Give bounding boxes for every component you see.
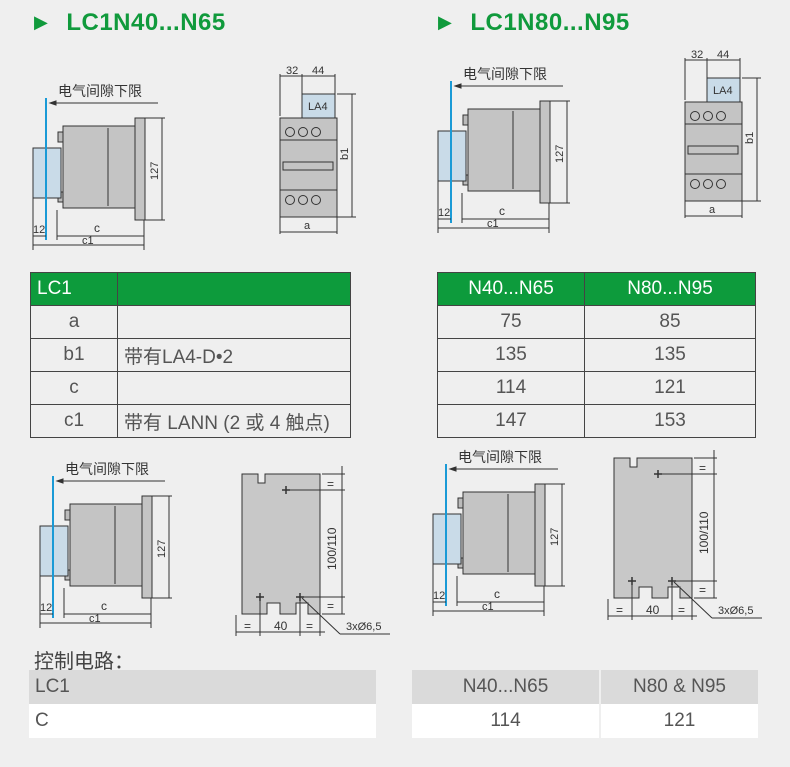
dim-label: 44 bbox=[717, 49, 729, 61]
mounting-plate: = = 100/110 = 40 = 3xØ6,5 bbox=[235, 466, 390, 636]
dim-label: 32 bbox=[691, 49, 703, 61]
dim-label: a bbox=[709, 204, 716, 216]
cell: 135 bbox=[437, 338, 585, 372]
dim-label: 100/110 bbox=[325, 527, 339, 570]
dim-label: 127 bbox=[156, 540, 168, 558]
dim-label: c bbox=[494, 587, 500, 601]
cell: C bbox=[29, 704, 376, 738]
header-cell: N80...N95 bbox=[584, 272, 756, 306]
dim-label: c1 bbox=[482, 601, 494, 613]
equal-mark: = bbox=[327, 477, 334, 491]
dim-label: 3xØ6,5 bbox=[346, 621, 381, 633]
clearance-label: 电气间隙下限 bbox=[463, 66, 547, 82]
cell: 75 bbox=[437, 305, 585, 339]
dim-label: 12 bbox=[438, 207, 450, 219]
cell: 147 bbox=[437, 404, 585, 438]
dim-label: 127 bbox=[549, 528, 561, 546]
clearance-label: 电气间隙下限 bbox=[65, 461, 149, 477]
cell: b1 bbox=[30, 338, 118, 372]
cell: 带有 LANN (2 或 4 触点) bbox=[117, 404, 351, 438]
equal-mark: = bbox=[678, 603, 685, 617]
table-row: c bbox=[30, 371, 351, 405]
header-cell bbox=[117, 272, 351, 306]
cell: a bbox=[30, 305, 118, 339]
header-cell: N40...N65 bbox=[437, 272, 585, 306]
cell: 114 bbox=[412, 704, 601, 738]
cell: c1 bbox=[30, 404, 118, 438]
cell: c bbox=[30, 371, 118, 405]
dim-label: b1 bbox=[339, 148, 351, 160]
cell: 带有LA4-D•2 bbox=[117, 338, 351, 372]
dim-label: c1 bbox=[487, 218, 499, 230]
dim-label: 3xØ6,5 bbox=[718, 605, 753, 617]
title-text: LC1N40...N65 bbox=[66, 9, 226, 36]
dim-label: a bbox=[304, 220, 311, 232]
dim-label: 127 bbox=[149, 162, 161, 180]
dim-label: c1 bbox=[82, 235, 94, 247]
clearance-label: 电气间隙下限 bbox=[58, 83, 142, 99]
equal-mark: = bbox=[306, 619, 313, 633]
dim-label: 12 bbox=[40, 602, 52, 614]
cell bbox=[117, 305, 351, 339]
title-n80-n95: ▶ LC1N80...N95 bbox=[438, 9, 630, 37]
equal-mark: = bbox=[616, 603, 623, 617]
dim-label: 40 bbox=[274, 619, 288, 633]
dim-label: 100/110 bbox=[697, 511, 711, 554]
side-view: 电气间隙下限 12 c c1 127 bbox=[39, 461, 172, 628]
dim-label: c bbox=[499, 204, 505, 218]
mounting-plate: = = 100/110 = 40 = 3xØ6,5 bbox=[607, 450, 762, 620]
la4-label: LA4 bbox=[713, 85, 733, 97]
dim-label: b1 bbox=[744, 132, 756, 144]
play-triangle-icon: ▶ bbox=[34, 12, 49, 32]
equal-mark: = bbox=[699, 583, 706, 597]
cell: 135 bbox=[584, 338, 756, 372]
table-row: a bbox=[30, 305, 351, 339]
play-triangle-icon: ▶ bbox=[438, 12, 453, 32]
dim-label: 40 bbox=[646, 603, 660, 617]
title-n40-n65: ▶ LC1N40...N65 bbox=[34, 9, 226, 37]
control-left-table: LC1 C bbox=[29, 670, 376, 738]
title-text: LC1N80...N95 bbox=[470, 9, 630, 36]
dim-label: 12 bbox=[33, 224, 45, 236]
header-cell: N40...N65 bbox=[412, 670, 601, 704]
dim-label: c1 bbox=[89, 613, 101, 625]
dim-label: 32 bbox=[286, 65, 298, 77]
side-view: 电气间隙下限 12 c c1 127 bbox=[32, 83, 165, 250]
header-cell: LC1 bbox=[30, 272, 118, 306]
equal-mark: = bbox=[244, 619, 251, 633]
cell: 114 bbox=[437, 371, 585, 405]
side-view: 电气间隙下限 12 c c1 127 bbox=[437, 66, 570, 233]
cell bbox=[117, 371, 351, 405]
side-view: 电气间隙下限 12 c c1 127 bbox=[432, 449, 565, 616]
dim-label: 127 bbox=[554, 145, 566, 163]
cell: 121 bbox=[600, 704, 758, 738]
clearance-label: 电气间隙下限 bbox=[458, 449, 542, 465]
equal-mark: = bbox=[699, 461, 706, 475]
header-cell: LC1 bbox=[29, 670, 376, 704]
front-view: 32 44 LA4 b1 a bbox=[279, 65, 356, 234]
dim-label: 44 bbox=[312, 65, 324, 77]
dim-label: c bbox=[94, 221, 100, 235]
front-view: 32 44 LA4 b1 a bbox=[684, 49, 761, 218]
dim-label: 12 bbox=[433, 590, 445, 602]
header-cell: N80 & N95 bbox=[600, 670, 758, 704]
dim-label: c bbox=[101, 599, 107, 613]
control-circuit-label: 控制电路： bbox=[34, 651, 134, 673]
la4-label: LA4 bbox=[308, 101, 328, 113]
equal-mark: = bbox=[327, 599, 334, 613]
cell: 85 bbox=[584, 305, 756, 339]
cell: 121 bbox=[584, 371, 756, 405]
cell: 153 bbox=[584, 404, 756, 438]
